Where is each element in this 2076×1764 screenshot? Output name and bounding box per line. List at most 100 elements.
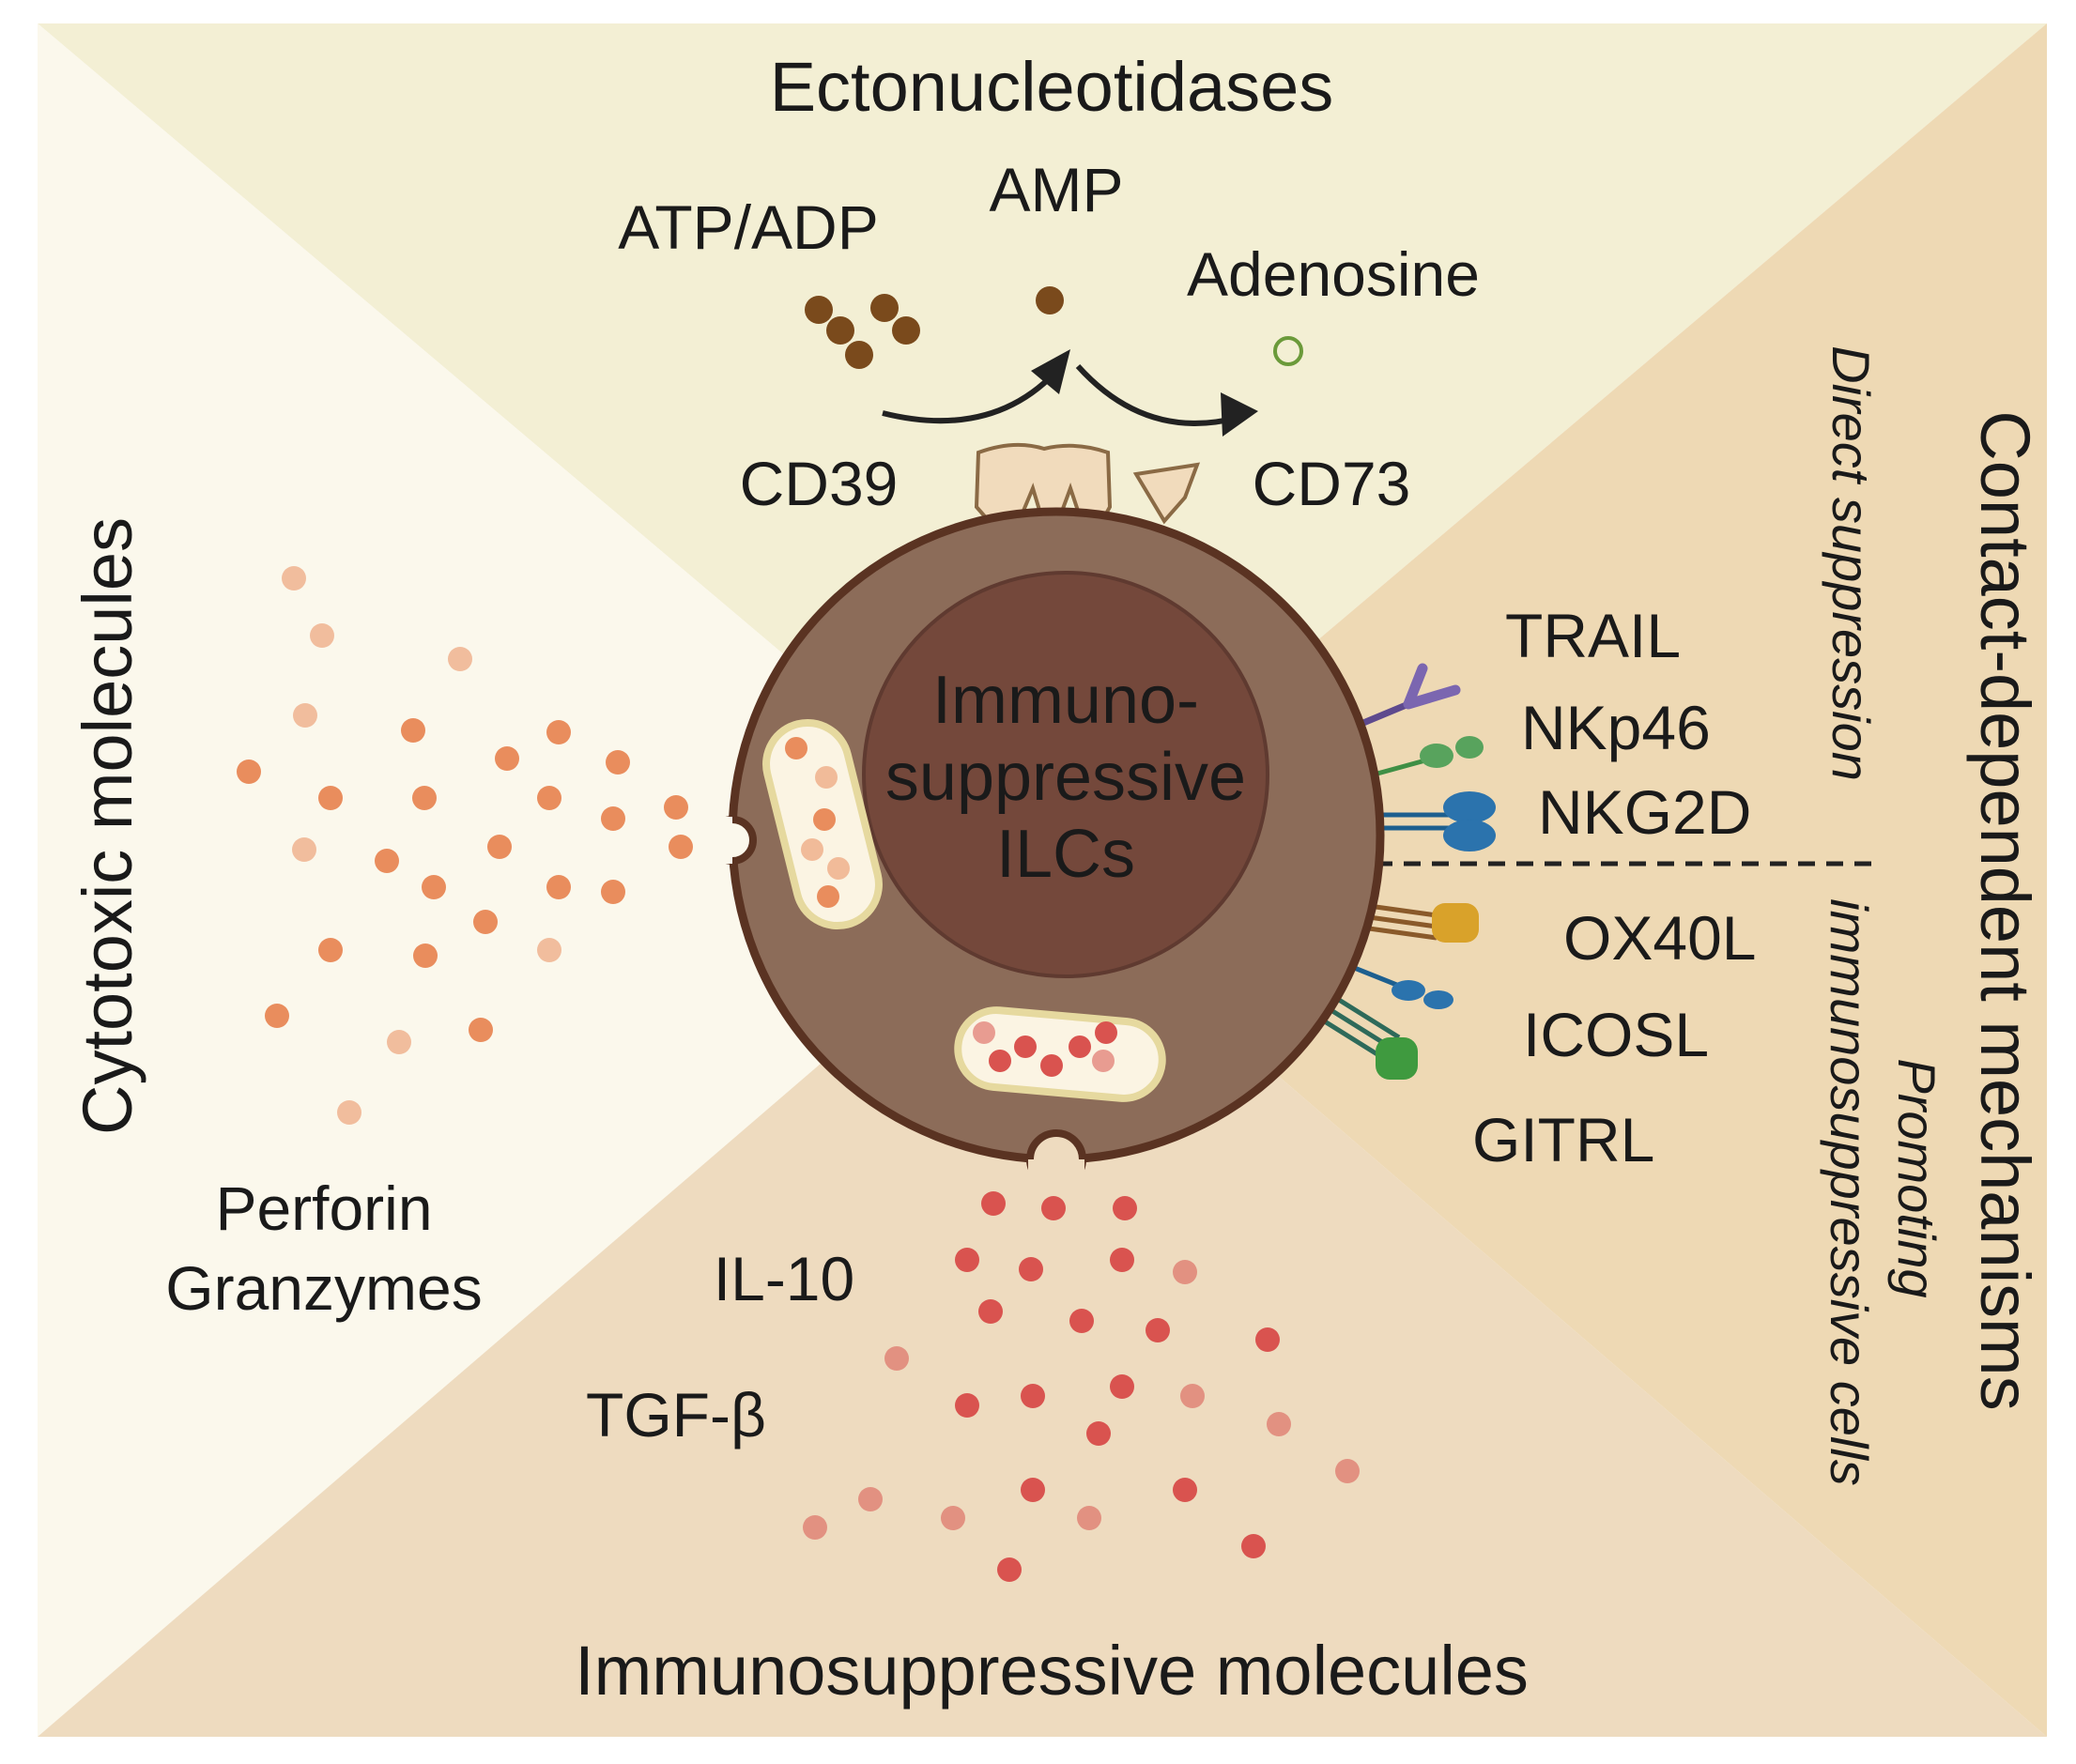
- suppressive-dot: [1335, 1459, 1360, 1483]
- nkp46-label: NKp46: [1521, 693, 1711, 762]
- vesicle-granule: [785, 737, 807, 759]
- vesicle-granule: [973, 1021, 995, 1044]
- cytotoxic-dot: [412, 786, 437, 810]
- gitrl-domain: [1376, 1037, 1418, 1080]
- suppressive-dot: [981, 1191, 1006, 1216]
- cytotoxic-dot: [664, 795, 688, 820]
- nkg2d-domain: [1443, 820, 1496, 851]
- bottom-quadrant: [38, 873, 2047, 1737]
- cytotoxic-dot: [601, 880, 625, 904]
- cytotoxic-dot: [606, 750, 630, 775]
- cytotoxic-dot: [265, 1004, 289, 1028]
- amp-to-adenosine-arrow: [1075, 363, 1238, 426]
- cytotoxic-dot: [422, 875, 446, 899]
- notch-mask-bottom: [1028, 1159, 1084, 1189]
- adenosine-label: Adenosine: [1187, 239, 1480, 309]
- suppressive-dot: [1241, 1534, 1266, 1558]
- atp-to-amp-arrow: [882, 364, 1064, 424]
- nkp46-domain: [1455, 736, 1484, 759]
- right-quadrant: [1042, 23, 2047, 1737]
- icosl-label: ICOSL: [1523, 1000, 1709, 1069]
- cell-label-line3: ILCs: [996, 817, 1135, 892]
- vesicle-granule: [817, 885, 839, 908]
- cytotoxic-dot: [292, 837, 316, 862]
- cytotoxic-dot: [546, 875, 571, 899]
- cytotoxic-dot: [413, 943, 438, 968]
- ectonucleotidases-title: Ectonucleotidases: [770, 48, 1334, 126]
- cytotoxic-dot: [282, 566, 306, 591]
- gitrl-label: GITRL: [1472, 1105, 1654, 1174]
- icosl-domain: [1392, 980, 1425, 1001]
- cytotoxic-dot: [487, 835, 512, 859]
- vesicle-granule: [1069, 1035, 1091, 1058]
- suppressive-dot: [884, 1346, 909, 1371]
- amp-dot: [1036, 286, 1064, 314]
- vesicle-granule: [815, 766, 838, 789]
- suppressive-dot: [955, 1248, 979, 1272]
- suppressive-dot: [978, 1299, 1003, 1324]
- vesicle-granule: [1095, 1021, 1117, 1044]
- atp-adp-label: ATP/ADP: [618, 192, 879, 262]
- cytotoxic-dot: [318, 938, 343, 962]
- adenosine-dot: [1273, 336, 1303, 366]
- atp-adp-dots: [805, 294, 920, 369]
- vesicle-membrane: [954, 1006, 1166, 1102]
- suppressive-dot: [1021, 1478, 1045, 1502]
- nkg2d-receptor: [1350, 791, 1496, 851]
- left-quadrant: [38, 23, 1042, 1737]
- cytotoxic-dot: [387, 1030, 411, 1054]
- cell-label-line1: Immuno-: [932, 663, 1199, 738]
- suppressive-dots: [803, 1191, 1360, 1582]
- cytotoxic-dots: [237, 566, 693, 1125]
- immunosuppressive-title: Immunosuppressive molecules: [575, 1632, 1529, 1710]
- cytotoxic-dot: [401, 718, 425, 743]
- arrow-head: [1031, 349, 1070, 394]
- ox40l-domain: [1432, 903, 1479, 943]
- trail-label: TRAIL: [1505, 601, 1681, 670]
- atp-dot: [870, 294, 899, 322]
- notch-mask-left: [706, 817, 732, 864]
- nucleus: [862, 571, 1269, 978]
- vesicle-granule: [813, 808, 836, 831]
- suppressive-dot: [803, 1515, 827, 1540]
- cytotoxic-dot: [337, 1100, 361, 1125]
- suppressive-dot: [1069, 1309, 1094, 1333]
- granzymes-label: Granzymes: [165, 1253, 482, 1323]
- il10-label: IL-10: [714, 1244, 854, 1313]
- immunosuppressive-cells-label: immunosuppressive cells: [1820, 898, 1879, 1486]
- suppressive-dot: [1077, 1506, 1101, 1530]
- suppressive-dot: [1019, 1257, 1043, 1281]
- cytotoxic-dot: [495, 746, 519, 771]
- icosl-domain: [1423, 990, 1453, 1009]
- nkp46-domain: [1420, 744, 1453, 768]
- suppressive-dot: [1173, 1260, 1197, 1284]
- suppressive-dot: [1255, 1327, 1280, 1352]
- atp-dot: [805, 296, 833, 324]
- trail-fork: [1403, 663, 1461, 710]
- vesicle-granule: [801, 838, 823, 861]
- tgf-beta-label: TGF-β: [586, 1380, 766, 1450]
- suppressive-dot: [1180, 1384, 1205, 1408]
- cytotoxic-dot: [537, 938, 561, 962]
- cytotoxic-dot: [469, 1018, 493, 1042]
- ox40l-label: OX40L: [1563, 903, 1756, 973]
- cytotoxic-dot: [237, 759, 261, 784]
- suppressive-dot: [1086, 1421, 1111, 1446]
- cytotoxic-dot: [310, 623, 334, 648]
- vesicle-granule: [1014, 1035, 1037, 1058]
- cd39-label: CD39: [740, 449, 899, 518]
- atp-dot: [892, 316, 920, 345]
- amp-label: AMP: [989, 155, 1123, 224]
- suppressive-dot: [1146, 1318, 1170, 1342]
- suppressive-vesicle: [954, 1006, 1166, 1102]
- cytotoxic-dot: [601, 806, 625, 831]
- vesicle-granule: [1092, 1050, 1115, 1072]
- cytotoxic-dot: [293, 703, 317, 728]
- promoting-label: Promoting: [1887, 1058, 1946, 1297]
- suppressive-dot: [858, 1487, 883, 1511]
- cd73-enzyme: [1132, 462, 1201, 525]
- suppressive-dot: [1041, 1196, 1066, 1220]
- cytotoxic-dot: [669, 835, 693, 859]
- suppressive-dot: [997, 1557, 1022, 1582]
